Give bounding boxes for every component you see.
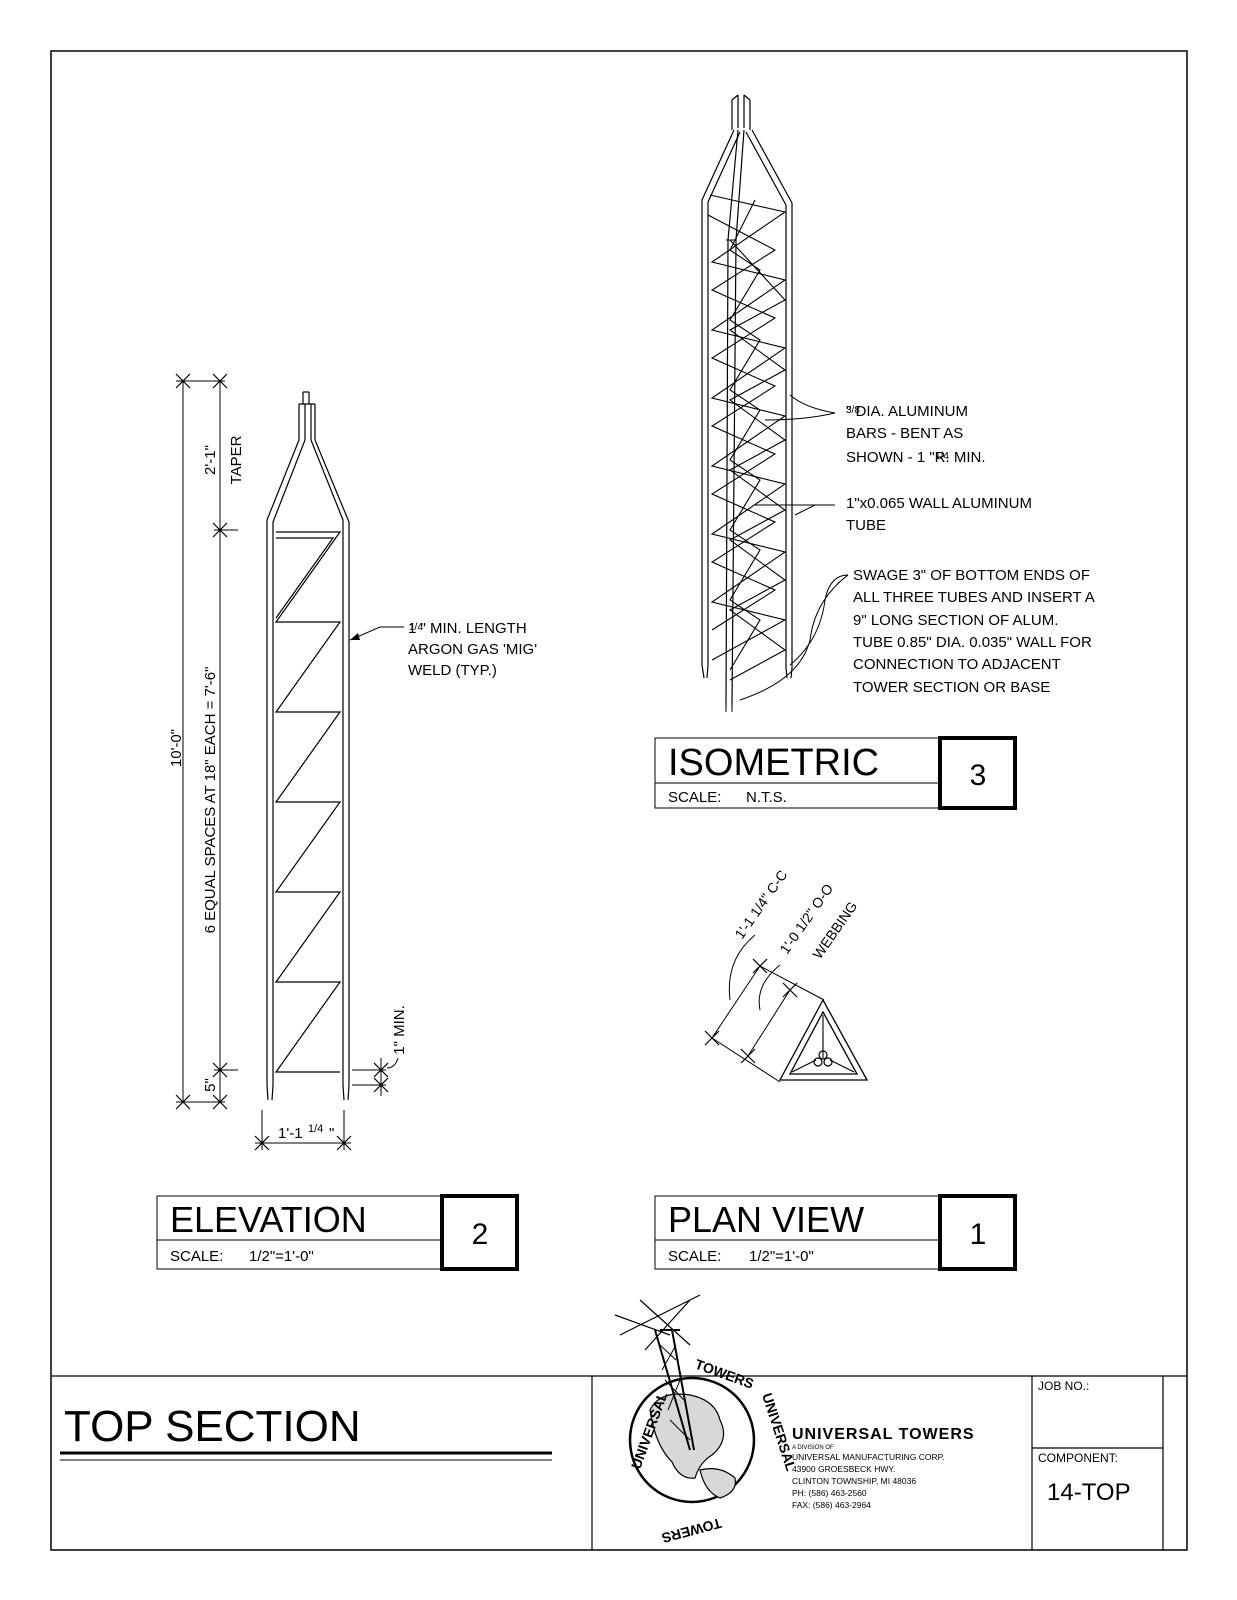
swage-note-line1: SWAGE 3" OF BOTTOM ENDS OF — [853, 567, 1090, 584]
plan-number: 1 — [970, 1218, 987, 1251]
dim-equal-spaces: 6 EQUAL SPACES AT 18" EACH = 7'-6" — [202, 667, 219, 934]
weld-note-line2: ARGON GAS 'MIG' — [408, 641, 537, 658]
isometric-number: 3 — [970, 759, 987, 792]
company-line-6: FAX: (586) 463-2964 — [792, 1500, 871, 1510]
elevation-scale-label: SCALE: — [170, 1248, 223, 1265]
dim-width-fraction: 1/4 — [308, 1123, 323, 1135]
swage-note-line5: CONNECTION TO ADJACENT — [853, 656, 1061, 673]
isometric-title: ISOMETRIC — [668, 742, 879, 784]
logo-text-bottom: TOWERS — [660, 1515, 723, 1546]
isometric-drawing — [701, 94, 849, 712]
tube-note-line1: 1"x0.065 WALL ALUMINUM — [846, 495, 1032, 512]
isometric-scale-label: SCALE: — [668, 789, 721, 806]
swage-note-line3: 9" LONG SECTION OF ALUM. — [853, 612, 1058, 629]
elevation-drawing — [175, 373, 404, 1151]
company-line-5: PH: (586) 463-2560 — [792, 1488, 867, 1498]
dim-min: 1" MIN. — [391, 1005, 408, 1055]
dim-bottom: 5" — [202, 1078, 219, 1092]
component-value: 14-TOP — [1047, 1479, 1131, 1506]
tube-note-line2: TUBE — [846, 517, 886, 534]
company-logo — [614, 1294, 756, 1504]
elevation-number: 2 — [472, 1218, 489, 1251]
job-no-label: JOB NO.: — [1038, 1379, 1089, 1393]
title-block-elevation — [156, 1194, 519, 1271]
company-line-4: CLINTON TOWNSHIP, MI 48036 — [792, 1476, 916, 1486]
plan-dim-cc: 1'-1 1/4" C-C — [731, 867, 790, 942]
bars-note-line2: BARS - BENT AS — [846, 425, 963, 442]
bars-note-fraction: 3/8 — [846, 405, 860, 416]
isometric-scale-value: N.T.S. — [746, 789, 787, 806]
dim-width-suffix: " — [329, 1125, 334, 1142]
plan-dim-cc-group: 1'-1 1/4" C-C — [731, 867, 790, 942]
title-block-plan — [654, 1194, 1017, 1271]
weld-note-fraction: 1/4 — [409, 622, 423, 633]
company-line-2: UNIVERSAL MANUFACTURING CORP. — [792, 1452, 945, 1462]
swage-note-line4: TUBE 0.85" DIA. 0.035" WALL FOR — [853, 634, 1092, 651]
bars-note-fraction2: 1/4 — [935, 451, 949, 462]
title-block-isometric — [654, 736, 1017, 810]
sheet-title-block — [51, 1375, 1187, 1550]
elevation-scale-value: 1/2"=1'-0" — [249, 1248, 314, 1265]
plan-title: PLAN VIEW — [668, 1199, 864, 1240]
elevation-title: ELEVATION — [170, 1199, 367, 1240]
dim-width-prefix: 1'-1 — [278, 1125, 303, 1142]
plan-drawing — [704, 934, 869, 1083]
company-name: UNIVERSAL TOWERS — [792, 1426, 975, 1443]
taper-label: TAPER — [228, 435, 245, 484]
drawing-title: TOP SECTION — [64, 1402, 361, 1451]
plan-scale-value: 1/2"=1'-0" — [749, 1248, 814, 1265]
bars-note-line3: SHOWN - 1 "R. MIN. — [846, 449, 986, 466]
weld-note-line1: 1 " MIN. LENGTH — [408, 620, 527, 637]
dim-overall-height: 10'-0" — [168, 729, 185, 767]
weld-note-line3: WELD (TYP.) — [408, 662, 497, 679]
component-label: COMPONENT: — [1038, 1451, 1118, 1465]
dim-taper-height: 2'-1" — [202, 445, 219, 475]
bars-note-line1: " DIA. ALUMINUM — [846, 403, 968, 420]
swage-note-line2: ALL THREE TUBES AND INSERT A — [853, 589, 1095, 606]
company-line-3: 43900 GROESBECK HWY. — [792, 1464, 895, 1474]
company-line-1: A DIVISION OF — [792, 1445, 834, 1451]
sheet-border — [50, 50, 1188, 1551]
plan-scale-label: SCALE: — [668, 1248, 721, 1265]
swage-note-line6: TOWER SECTION OR BASE — [853, 679, 1050, 696]
